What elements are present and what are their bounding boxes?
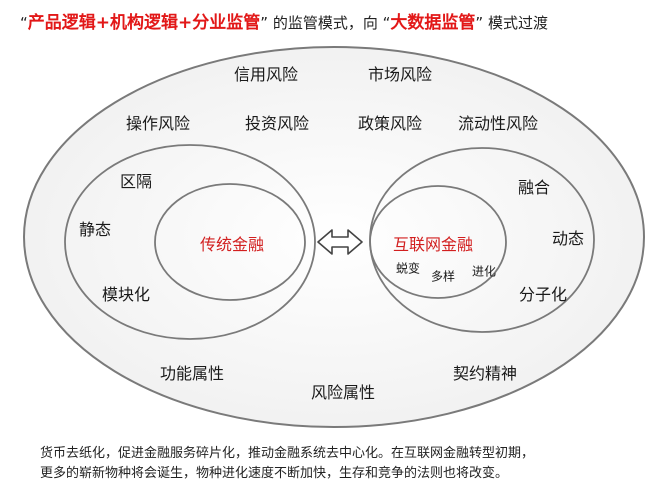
label-static: 静态 — [78, 220, 112, 239]
right-inner-ellipse — [369, 185, 507, 299]
label-molecular: 分子化 — [518, 285, 568, 304]
label-traditional-finance: 传统金融 — [199, 235, 265, 254]
label-diversity: 多样 — [430, 269, 456, 284]
title-old-mode: 产品逻辑+机构逻辑+分业监管 — [27, 13, 261, 33]
left-ellipse — [64, 144, 316, 340]
title-suffix: 模式过渡 — [483, 14, 548, 32]
label-contract-spirit: 契约精神 — [452, 364, 518, 383]
label-modular: 模块化 — [101, 285, 151, 304]
label-policy-risk: 政策风险 — [357, 114, 423, 133]
label-market-risk: 市场风险 — [367, 65, 433, 84]
title-new-mode: 大数据监管 — [390, 13, 476, 33]
label-evolution: 进化 — [471, 264, 497, 279]
diagram-title: “产品逻辑+机构逻辑+分业监管” 的监管模式，向 “大数据监管” 模式过渡 — [20, 6, 660, 40]
label-fusion: 融合 — [517, 178, 551, 197]
footer-text: 货币去纸化，促进金融服务碎片化，推动金融系统去中心化。在互联网金融转型初期， 更… — [40, 444, 640, 484]
title-quote-open: “ — [20, 14, 28, 32]
label-liquidity-risk: 流动性风险 — [457, 114, 539, 133]
label-credit-risk: 信用风险 — [233, 65, 299, 84]
label-function-attribute: 功能属性 — [159, 364, 225, 383]
double-arrow-icon — [317, 229, 363, 255]
title-quote-close: ” — [260, 14, 269, 32]
footer-line-2: 更多的崭新物种将会诞生，物种进化速度不断加快，生存和竞争的法则也将改变。 — [40, 466, 509, 481]
label-isolation: 区隔 — [119, 172, 153, 191]
label-operation-risk: 操作风险 — [125, 114, 191, 133]
footer-line-1: 货币去纸化，促进金融服务碎片化，推动金融系统去中心化。在互联网金融转型初期， — [40, 446, 535, 461]
title-quote-open-2: “ — [382, 14, 391, 32]
label-risk-attribute: 风险属性 — [310, 383, 376, 402]
left-inner-ellipse — [154, 183, 306, 301]
title-connector: 的监管模式，向 — [268, 14, 383, 32]
label-mutation: 蜕变 — [395, 261, 421, 276]
label-internet-finance: 互联网金融 — [392, 235, 474, 254]
title-quote-close-2: ” — [475, 14, 484, 32]
label-dynamic: 动态 — [551, 229, 585, 248]
label-investment-risk: 投资风险 — [244, 114, 310, 133]
